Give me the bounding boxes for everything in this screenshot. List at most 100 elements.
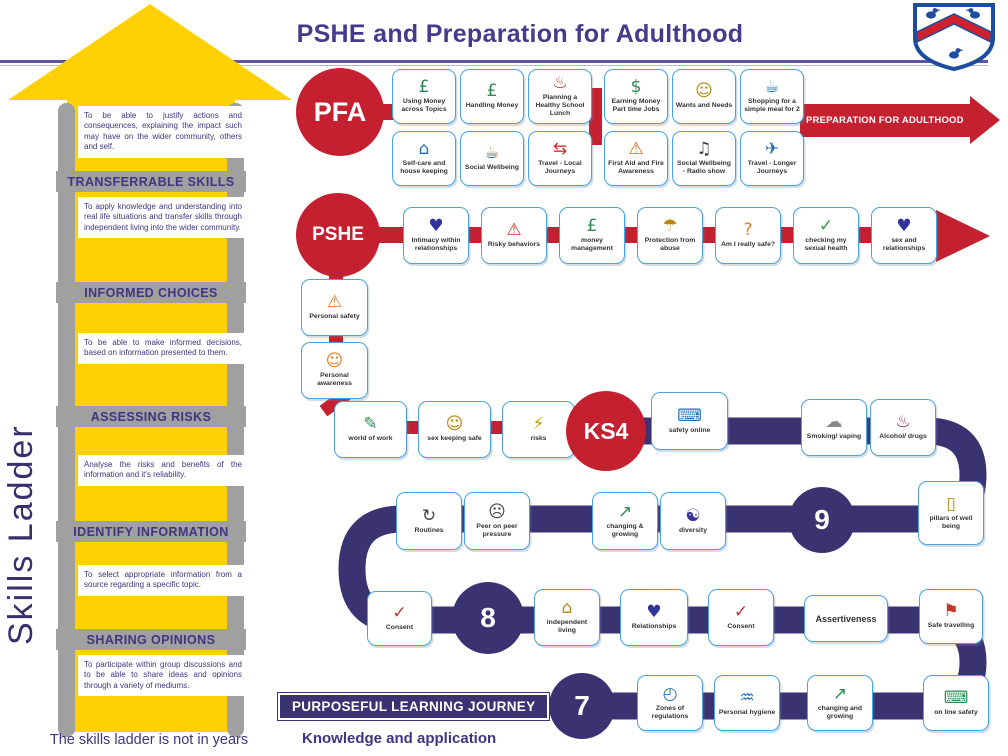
topic-card-money-management: £money management	[559, 207, 625, 264]
preparation-for-adulthood-arrow: PREPARATION FOR ADULTHOOD	[800, 96, 1000, 144]
page-title: PSHE and Preparation for Adulthood	[296, 20, 744, 48]
plane-icon: ✈	[764, 139, 780, 160]
year-7-circle: 7	[549, 673, 615, 739]
topic-card-safety-online: ⌨safety online	[651, 392, 728, 450]
pfa-cards-row1-right: $Earning Money Part time Jobs☺Wants and …	[604, 69, 804, 124]
topic-card-protection-from-abuse: ☂Protection from abuse	[637, 207, 703, 264]
topic-card-wants-and-needs: ☺Wants and Needs	[672, 69, 736, 124]
personal-safety-icon: ⚠	[326, 292, 343, 313]
ladder-description-1: To be able to justify actions and conseq…	[78, 106, 248, 158]
pshe-circle: PSHE	[296, 193, 380, 277]
topic-card-label: pillars of well being	[929, 514, 973, 530]
ks4-cards-left: ✎world of work☺sex keeping safe⚡risks	[334, 401, 575, 458]
ladder-description-3: To be able to make informed decisions, b…	[78, 333, 248, 364]
topic-card-relationships: ♥Relationships	[620, 589, 688, 646]
peer-pressure-icon: ☹	[488, 501, 506, 522]
year-9-circle: 9	[789, 487, 855, 553]
title-underline	[0, 60, 988, 63]
arrow-tip-icon	[969, 96, 1000, 144]
topic-card-label: Consent	[385, 624, 414, 632]
risk-icon: ⚠	[506, 220, 522, 241]
topic-card-first-aid-and-fire-awareness: ⚠First Aid and Fire Awareness	[604, 131, 668, 186]
crest-bird-icon	[926, 8, 980, 59]
topic-card-earning-money-part-time-jobs: $Earning Money Part time Jobs	[604, 69, 668, 124]
year-9-cards-left: ↻Routines☹Peer on peer pressure	[396, 492, 530, 550]
year-9-card-right: ▯pillars of well being	[918, 481, 984, 545]
ladder-description-6: To participate within group discussions …	[78, 655, 248, 697]
topic-card-am-i-really-safe: ?Am I really safe?	[715, 207, 781, 264]
topic-card-label: Wants and Needs	[675, 102, 733, 110]
growing-icon: ↗	[617, 501, 633, 522]
zones-pie-icon: ◴	[662, 683, 678, 704]
safety-question-icon: ?	[743, 220, 753, 241]
ladder-rung-assessing-risks: ASSESSING RISKS	[56, 406, 246, 427]
computer-icon: ⌨	[677, 405, 702, 426]
topic-card-self-care-and-house-keeping: ⌂Self-care and house keeping	[392, 131, 456, 186]
house-icon: ⌂	[561, 598, 573, 619]
year-8-card-left: ✓Consent	[367, 591, 432, 646]
topic-card-label: Intimacy within relationships	[411, 237, 461, 252]
topic-card-checking-my-sexual-health: ✓checking my sexual health	[793, 207, 859, 264]
protection-icon: ☂	[662, 216, 678, 237]
money-icon: £	[486, 81, 498, 102]
first-aid-icon: ⚠	[628, 139, 644, 160]
topic-card-smoking-vaping: ☁Smoking/ vaping	[801, 399, 867, 456]
topic-card-independent-living: ⌂independent living	[534, 589, 600, 646]
topic-card-label: sex keeping safe	[427, 435, 482, 443]
year-9-cards-mid: ↗changing & growing☯diversity	[592, 492, 726, 550]
consent-icon: ✓	[733, 602, 749, 623]
keeping-safe-icon: ☺	[445, 414, 464, 435]
topic-card-label: independent living	[546, 619, 588, 634]
growing-icon: ↗	[832, 683, 848, 704]
skills-ladder-footnote: The skills ladder is not in years	[49, 732, 249, 748]
year-8-circle: 8	[452, 582, 524, 654]
topic-card-label: sex and relationships	[882, 237, 926, 252]
ladder-description-2: To apply knowledge and understanding int…	[78, 197, 248, 239]
topic-card-label: Handling Money	[465, 102, 519, 110]
car-icon: ⚑	[943, 601, 959, 622]
topic-card-changing-and-growing: ↗changing and growing	[807, 675, 873, 731]
topic-card-using-money-across-topics: £Using Money across Topics	[392, 69, 456, 124]
topic-card-label: Planning a Healthy School Lunch	[535, 94, 585, 117]
ladder-rung-informed-choices: INFORMED CHOICES	[56, 282, 246, 303]
knowledge-and-application-label: Knowledge and application	[302, 730, 497, 747]
topic-card-label: Social Wellbeing	[465, 164, 519, 172]
topic-card-travel-local-journeys: ⇆Travel - Local Journeys	[528, 131, 592, 186]
topic-card-label: Travel - Longer Journeys	[747, 160, 797, 175]
topic-card-handling-money: £Handling Money	[460, 69, 524, 124]
topic-card-social-wellbeing-radio-show: ♫Social Wellbeing - Radio show	[672, 131, 736, 186]
topic-card-sex-keeping-safe: ☺sex keeping safe	[418, 401, 491, 458]
topic-card-label: Alcohol/ drugs	[879, 433, 927, 441]
money-icon: £	[586, 216, 598, 237]
topic-card-label: Routines	[414, 526, 444, 534]
people-icon: ☺	[695, 81, 713, 102]
personal-awareness-icon: ☺	[325, 351, 344, 372]
skills-ladder-vertical-label: Skills Ladder	[2, 424, 40, 645]
topic-card-label: safety online	[668, 426, 711, 434]
coffee-icon: ☕	[484, 143, 500, 164]
earning-money-icon: $	[630, 77, 642, 98]
ladder-description-5: To select appropriate information from a…	[78, 565, 248, 596]
bus-icon: ⇆	[552, 139, 568, 160]
preparation-for-adulthood-label: PREPARATION FOR ADULTHOOD	[806, 114, 964, 126]
year-7-cards-row: ◴Zones of regulations♒Personal hygiene↗c…	[637, 675, 989, 731]
topic-card-label: Smoking/ vaping	[806, 433, 862, 441]
year-8-cards-row: ⌂independent living♥Relationships✓Consen…	[534, 589, 983, 646]
radio-icon: ♫	[696, 139, 712, 160]
safety-online-card-row: ⌨safety online	[651, 392, 728, 450]
topic-card-shopping-for-a-simple-meal-for-2: ☕Shopping for a simple meal for 2	[740, 69, 804, 124]
topic-card-planning-a-healthy-school-lunch: ♨Planning a Healthy School Lunch	[528, 69, 592, 124]
topic-card-world-of-work: ✎world of work	[334, 401, 407, 458]
skills-arrow-head	[8, 4, 292, 100]
money-icon: £	[418, 77, 430, 98]
topic-card-label: on line safety	[934, 708, 978, 716]
topic-card-label: Social Wellbeing - Radio show	[677, 160, 731, 175]
smoking-icon: ☁	[825, 412, 843, 433]
topic-card-alcohol-drugs: ♨Alcohol/ drugs	[870, 399, 936, 456]
topic-card-label: Shopping for a simple meal for 2	[744, 98, 800, 113]
topic-card-label: Personal awareness	[317, 372, 352, 387]
house-icon: ⌂	[418, 139, 430, 160]
pfa-cards-row2-right: ⚠First Aid and Fire Awareness♫Social Wel…	[604, 131, 804, 186]
topic-card-label: Relationships	[631, 623, 677, 631]
